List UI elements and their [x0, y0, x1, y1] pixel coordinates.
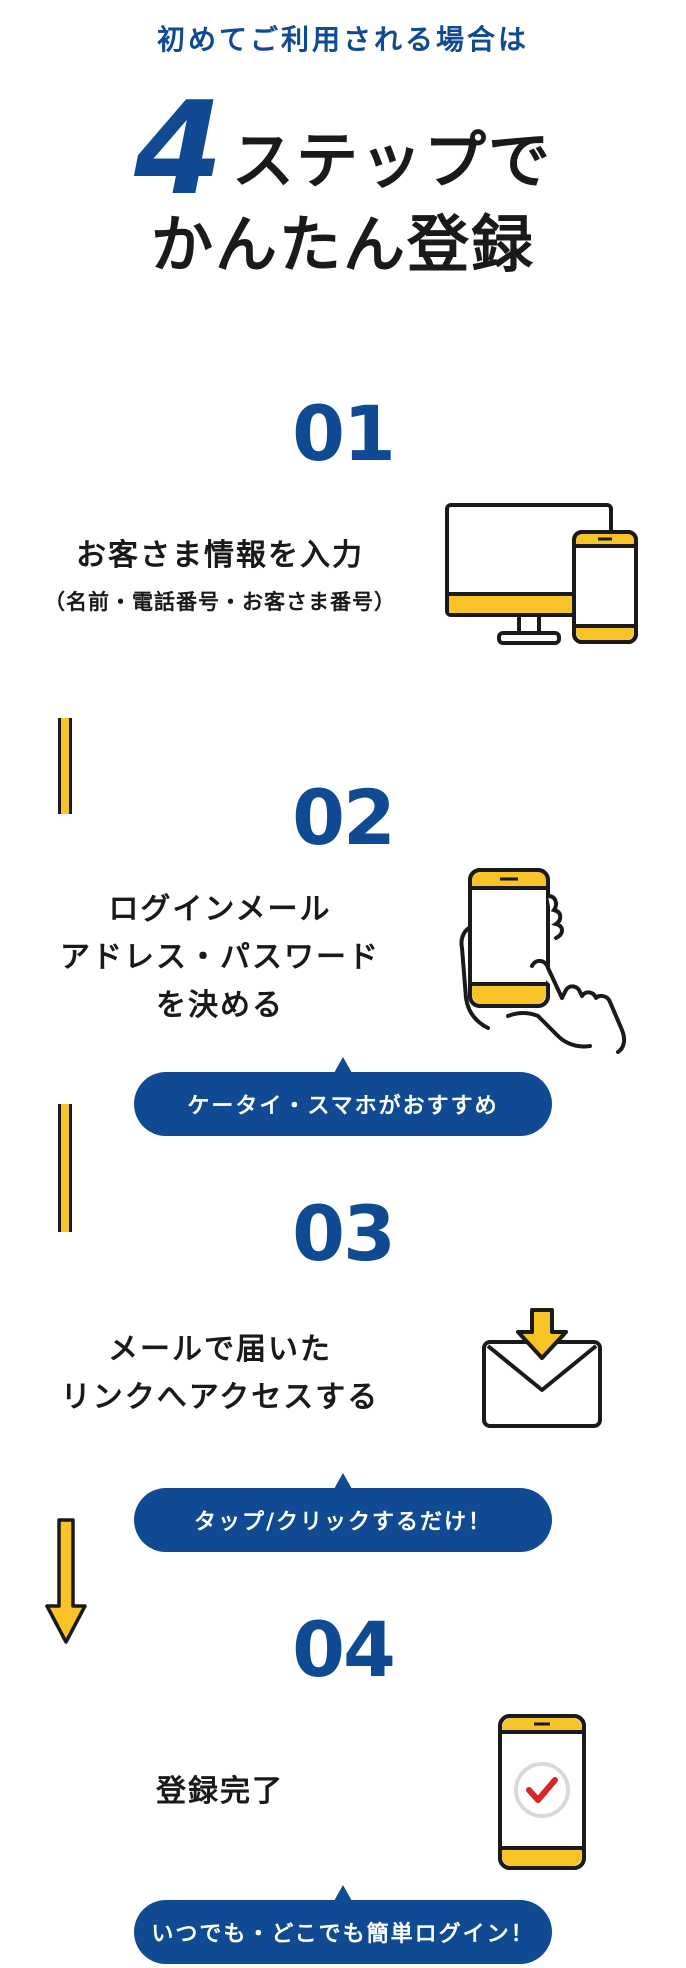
monitor-and-phone-icon — [444, 502, 644, 648]
step-04-title: 登録完了 — [156, 1774, 284, 1809]
step-02-tip-bubble: ケータイ・スマホがおすすめ — [134, 1057, 552, 1136]
step-connector-bar — [58, 718, 72, 814]
hero-step-count: 4 — [134, 75, 224, 224]
step-01-subtitle: （名前・電話番号・お客さま番号） — [44, 590, 396, 614]
step-03-title-line2: リンクへアクセスする — [60, 1380, 380, 1415]
step-02-title-line1: ログインメール — [108, 892, 332, 927]
mail-download-icon — [480, 1306, 604, 1430]
step-02-title-line2: アドレス・パスワード — [60, 940, 380, 975]
intro-text: 初めてご利用される場合は — [156, 23, 529, 56]
step-number-01: 01 — [292, 389, 396, 478]
step-03-title-line1: メールで届いた — [108, 1332, 332, 1367]
step-number-04: 04 — [292, 1605, 396, 1694]
step-number-03: 03 — [292, 1189, 396, 1278]
step-04-tip-bubble: いつでも・どこでも簡単ログイン！ — [134, 1885, 552, 1964]
step-01-title: お客さま情報を入力 — [76, 538, 364, 573]
step-03-tip-bubble: タップ/クリックするだけ！ — [134, 1473, 552, 1552]
hero-title-line1: ステップで — [232, 124, 553, 197]
phone-check-icon — [496, 1712, 588, 1872]
step-number-02: 02 — [292, 773, 396, 862]
step-connector-bar — [58, 1104, 72, 1232]
step-02-title-line3: を決める — [156, 988, 284, 1023]
hand-holding-phone-icon — [448, 866, 634, 1054]
hero-title-line2: かんたん登録 — [150, 208, 535, 281]
step-connector-arrow — [44, 1518, 88, 1648]
